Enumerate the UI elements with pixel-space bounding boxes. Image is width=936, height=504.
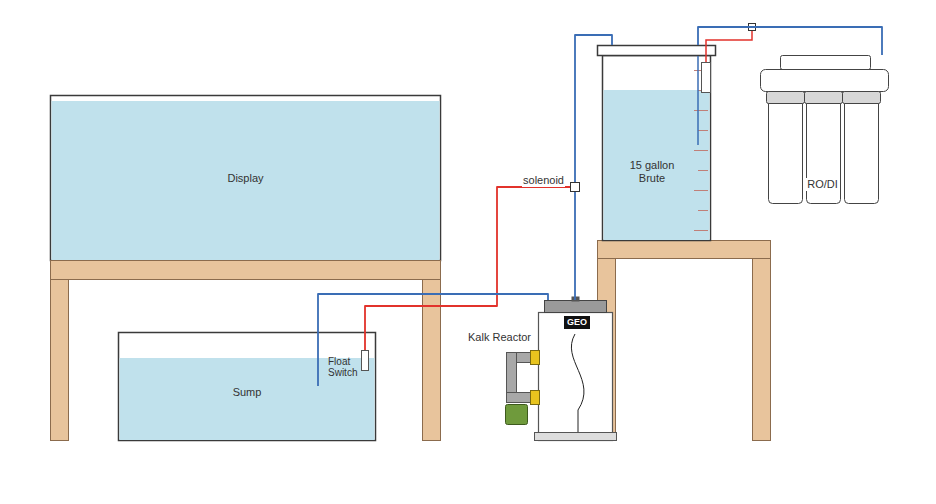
signal-wire <box>365 187 570 350</box>
float-wire <box>706 31 752 62</box>
node-label: 15 gallon Brute <box>616 159 688 185</box>
level-marks <box>694 71 708 231</box>
stand-top <box>51 261 441 280</box>
rodi-head <box>781 56 871 70</box>
node-label: RO/DI <box>805 178 840 191</box>
sump-tank: Sump Float Switch <box>118 332 376 441</box>
display-glass <box>51 96 441 261</box>
stand-leg <box>51 280 69 441</box>
stand-leg <box>753 259 771 441</box>
reactor-plumbing <box>506 351 540 425</box>
solenoid-valve: solenoid <box>570 182 580 192</box>
water-line <box>318 294 548 332</box>
brute-container: 15 gallon Brute <box>600 45 713 241</box>
reactor-tube <box>571 334 584 436</box>
return-pipe <box>317 332 319 386</box>
brute-water <box>604 90 710 240</box>
rodi-bracket <box>761 70 889 92</box>
node-label: Display <box>227 172 263 185</box>
node-label: solenoid <box>522 174 565 187</box>
fill-pipe <box>697 56 699 145</box>
float-body <box>362 351 369 371</box>
display-tank: Display <box>50 95 441 261</box>
node-label: Float Switch <box>328 356 360 378</box>
water-line <box>574 192 576 300</box>
sump-glass <box>119 333 376 441</box>
rodi-canisters <box>769 92 879 204</box>
stand-top <box>598 241 771 259</box>
float-valve <box>702 63 711 93</box>
reactor-cap <box>545 301 607 313</box>
brute-body <box>603 56 711 241</box>
rodi-caps <box>767 92 881 104</box>
node-label: Sump <box>233 386 262 399</box>
brute-lid <box>598 46 716 56</box>
node-label: GEO <box>564 316 590 329</box>
stand-leg <box>423 280 441 441</box>
water-line <box>698 27 882 55</box>
display-water <box>52 101 440 260</box>
float-symbol <box>360 350 370 372</box>
reactor-body <box>539 313 613 441</box>
float-switch: Float Switch <box>328 350 370 378</box>
node-label: Kalk Reactor <box>468 331 531 344</box>
kalk-reactor: Kalk Reactor GEO <box>468 300 614 440</box>
water-line <box>575 35 612 182</box>
reactor-base <box>535 433 617 441</box>
rodi-filter: RO/DI <box>755 55 890 205</box>
